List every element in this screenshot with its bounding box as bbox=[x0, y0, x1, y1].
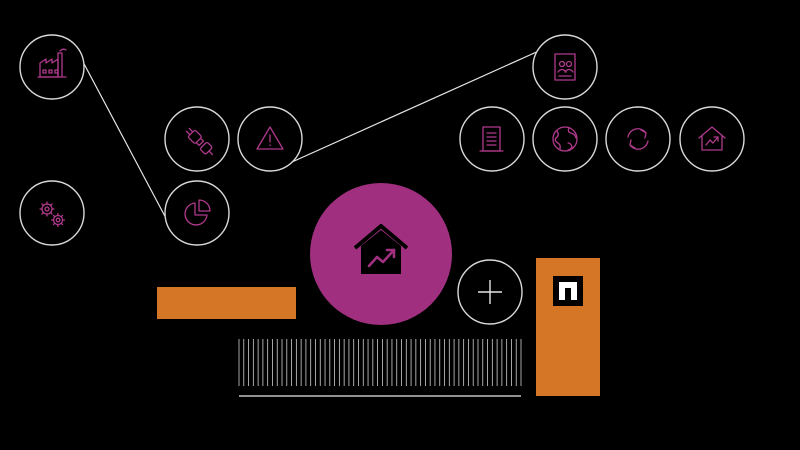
plug-icon bbox=[185, 127, 214, 156]
warning-node[interactable] bbox=[237, 106, 303, 172]
connector-factory-to-pie bbox=[81, 59, 169, 223]
connector-lines bbox=[81, 49, 542, 223]
report-node[interactable] bbox=[532, 34, 598, 100]
plus-icon bbox=[478, 280, 502, 304]
orange-bar bbox=[157, 287, 296, 319]
gears-icon bbox=[39, 201, 66, 228]
gears-node[interactable] bbox=[19, 180, 85, 246]
plug-node[interactable] bbox=[164, 106, 230, 172]
house-growth-icon bbox=[353, 224, 409, 274]
document-list-icon bbox=[479, 126, 504, 152]
globe-icon bbox=[552, 126, 578, 152]
warning-triangle-icon bbox=[256, 126, 284, 150]
barcode-stripes bbox=[238, 339, 522, 386]
refresh-node[interactable] bbox=[605, 106, 671, 172]
house-growth-node[interactable] bbox=[679, 106, 745, 172]
plus-node[interactable] bbox=[457, 259, 523, 325]
house-growth-icon-small bbox=[698, 126, 726, 151]
factory-icon bbox=[37, 48, 67, 78]
connector-warning-to-report bbox=[291, 49, 542, 163]
refresh-cycle-icon bbox=[627, 128, 649, 150]
brand-logo-icon bbox=[553, 276, 583, 306]
pie-chart-node[interactable] bbox=[164, 180, 230, 246]
factory-node[interactable] bbox=[19, 34, 85, 100]
notes-node[interactable] bbox=[459, 106, 525, 172]
report-document-icon bbox=[554, 53, 576, 81]
globe-node[interactable] bbox=[532, 106, 598, 172]
pie-chart-icon bbox=[184, 199, 211, 226]
